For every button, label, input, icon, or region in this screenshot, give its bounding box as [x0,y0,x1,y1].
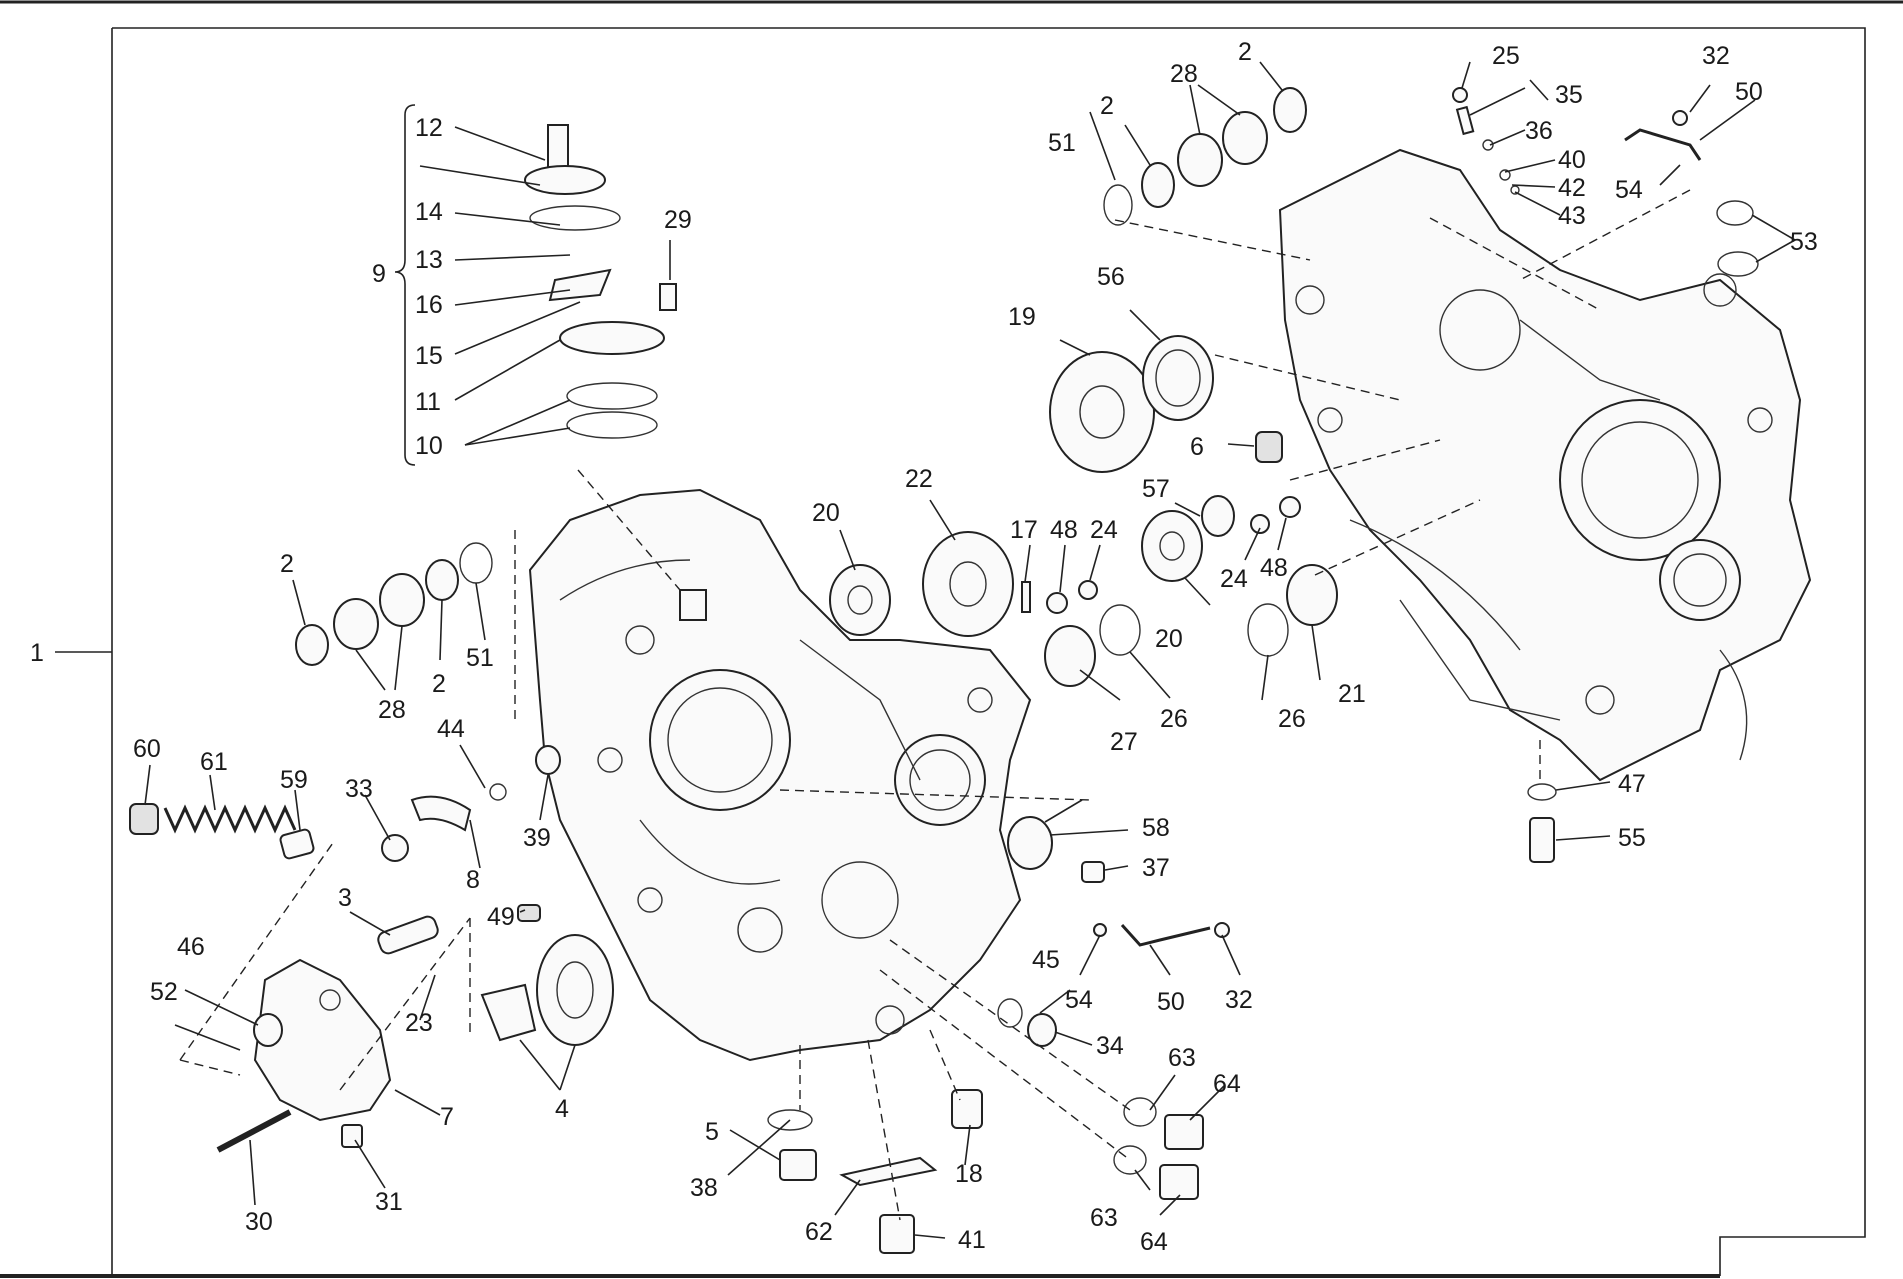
callout-45: 45 [1032,946,1060,974]
callout-1: 1 [30,639,44,667]
callout-43: 43 [1558,202,1586,230]
callout-46: 46 [177,933,205,961]
callout-29: 29 [664,206,692,234]
callout-35: 35 [1555,81,1583,109]
callout-6: 6 [1190,433,1204,461]
callout-24: 24 [1090,516,1118,544]
callout-22: 22 [905,465,933,493]
callout-63: 63 [1168,1044,1196,1072]
callout-2: 2 [432,670,446,698]
callout-34: 34 [1096,1032,1124,1060]
callout-60: 60 [133,735,161,763]
callout-61: 61 [200,748,228,776]
callout-58: 58 [1142,814,1170,842]
callout-18: 18 [955,1160,983,1188]
callout-63: 63 [1090,1204,1118,1232]
small-parts [129,87,1759,1254]
callout-56: 56 [1097,263,1125,291]
callout-23: 23 [405,1009,433,1037]
callout-7: 7 [440,1103,454,1131]
callout-25: 25 [1492,42,1520,70]
leader-lines [55,61,1796,1239]
callout-42: 42 [1558,174,1586,202]
callout-59: 59 [280,766,308,794]
callout-26: 26 [1278,705,1306,733]
callout-15: 15 [415,342,443,370]
callout-19: 19 [1008,303,1036,331]
callout-30: 30 [245,1208,273,1236]
callout-20: 20 [1155,625,1183,653]
callout-32: 32 [1225,986,1253,1014]
callout-13: 13 [415,246,443,274]
callout-40: 40 [1558,146,1586,174]
callout-51: 51 [466,644,494,672]
callout-20: 20 [812,499,840,527]
callout-44: 44 [437,715,465,743]
callout-64: 64 [1140,1228,1168,1256]
callout-53: 53 [1790,228,1818,256]
callout-37: 37 [1142,854,1170,882]
callout-28: 28 [378,696,406,724]
callout-62: 62 [805,1218,833,1246]
callout-16: 16 [415,291,443,319]
callout-2: 2 [1100,92,1114,120]
callout-9: 9 [372,260,386,288]
callout-11: 11 [415,388,441,416]
callout-33: 33 [345,775,373,803]
callout-28: 28 [1170,60,1198,88]
callout-31: 31 [375,1188,403,1216]
callout-4: 4 [555,1095,569,1123]
callout-49: 49 [487,903,515,931]
left-crankcase-half [528,488,1032,1062]
callout-36: 36 [1525,117,1553,145]
callout-5: 5 [705,1118,719,1146]
callout-26: 26 [1160,705,1188,733]
callout-50: 50 [1157,988,1185,1016]
callout-32: 32 [1702,42,1730,70]
callout-48: 48 [1050,516,1078,544]
callout-24: 24 [1220,565,1248,593]
callout-41: 41 [958,1226,986,1254]
callout-2: 2 [1238,38,1252,66]
callout-3: 3 [338,884,352,912]
callout-38: 38 [690,1174,718,1202]
callout-8: 8 [466,866,480,894]
callout-54: 54 [1615,176,1643,204]
callout-55: 55 [1618,824,1646,852]
callout-64: 64 [1213,1070,1241,1098]
right-crankcase-half [1278,148,1812,782]
callout-17: 17 [1010,516,1038,544]
callout-48: 48 [1260,554,1288,582]
callout-27: 27 [1110,728,1138,756]
callout-12: 12 [415,114,443,142]
callout-47: 47 [1618,770,1646,798]
callout-labels: 1 2 2 2 2 3 4 5 6 7 8 9 10 11 12 13 14 1… [30,38,1818,1256]
callout-57: 57 [1142,475,1170,503]
callout-14: 14 [415,198,443,226]
callout-54: 54 [1065,986,1093,1014]
callout-2: 2 [280,550,294,578]
callout-51: 51 [1048,129,1076,157]
callout-39: 39 [523,824,551,852]
callout-50: 50 [1735,78,1763,106]
callout-21: 21 [1338,680,1366,708]
callout-52: 52 [150,978,178,1006]
callout-10: 10 [415,432,443,460]
